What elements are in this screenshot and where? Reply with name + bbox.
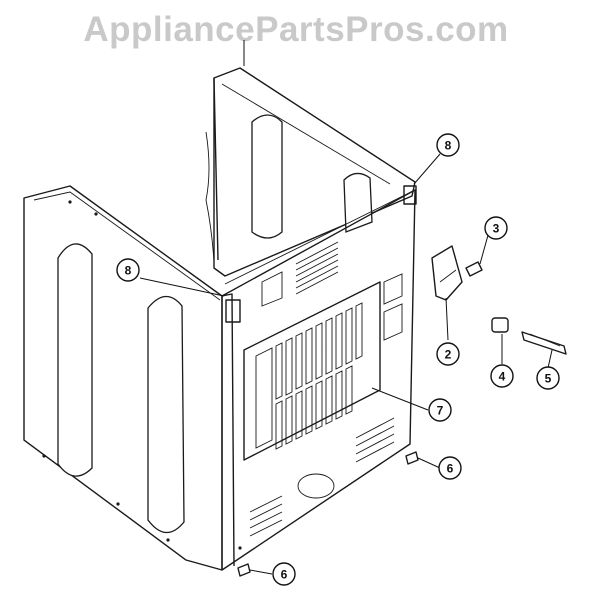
strain-relief-part-4 xyxy=(491,317,509,333)
callout-3: 3 xyxy=(484,216,508,240)
callout-6-right: 6 xyxy=(438,456,462,480)
screw-part-6-b xyxy=(237,563,251,577)
svg-text:7: 7 xyxy=(437,404,444,418)
cabinet-rear-panel xyxy=(221,185,417,571)
watermark: AppliancePartsPros.com xyxy=(83,10,509,49)
svg-text:5: 5 xyxy=(545,372,552,386)
callout-8-left: 8 xyxy=(116,258,140,282)
access-panel xyxy=(243,281,381,461)
svg-text:2: 2 xyxy=(445,348,452,362)
leader-2 xyxy=(445,297,449,341)
leader-6a xyxy=(417,457,441,469)
svg-text:4: 4 xyxy=(499,370,506,384)
callout-4: 4 xyxy=(490,364,514,388)
svg-text:3: 3 xyxy=(493,222,500,236)
leader-5 xyxy=(547,349,553,369)
leader-8-left xyxy=(139,277,225,297)
leader-6b xyxy=(249,569,273,575)
cabinet-back-panel xyxy=(205,67,416,277)
callout-5: 5 xyxy=(536,366,560,390)
callout-2: 2 xyxy=(436,342,460,366)
callout-7: 7 xyxy=(428,398,452,422)
svg-text:8: 8 xyxy=(445,139,452,153)
svg-text:6: 6 xyxy=(447,462,454,476)
leader-8-right xyxy=(413,153,441,185)
cabinet-left-side-panel xyxy=(23,185,223,571)
leader-7 xyxy=(371,387,429,411)
callout-8-right: 8 xyxy=(436,133,460,157)
terminal-block-cover xyxy=(431,245,463,301)
screw-part-6-a xyxy=(405,451,419,465)
callout-6-bottom: 6 xyxy=(272,562,296,586)
screw-part-3 xyxy=(465,261,483,277)
svg-text:6: 6 xyxy=(281,568,288,582)
svg-text:8: 8 xyxy=(125,264,132,278)
power-cord-part-5 xyxy=(521,331,567,355)
